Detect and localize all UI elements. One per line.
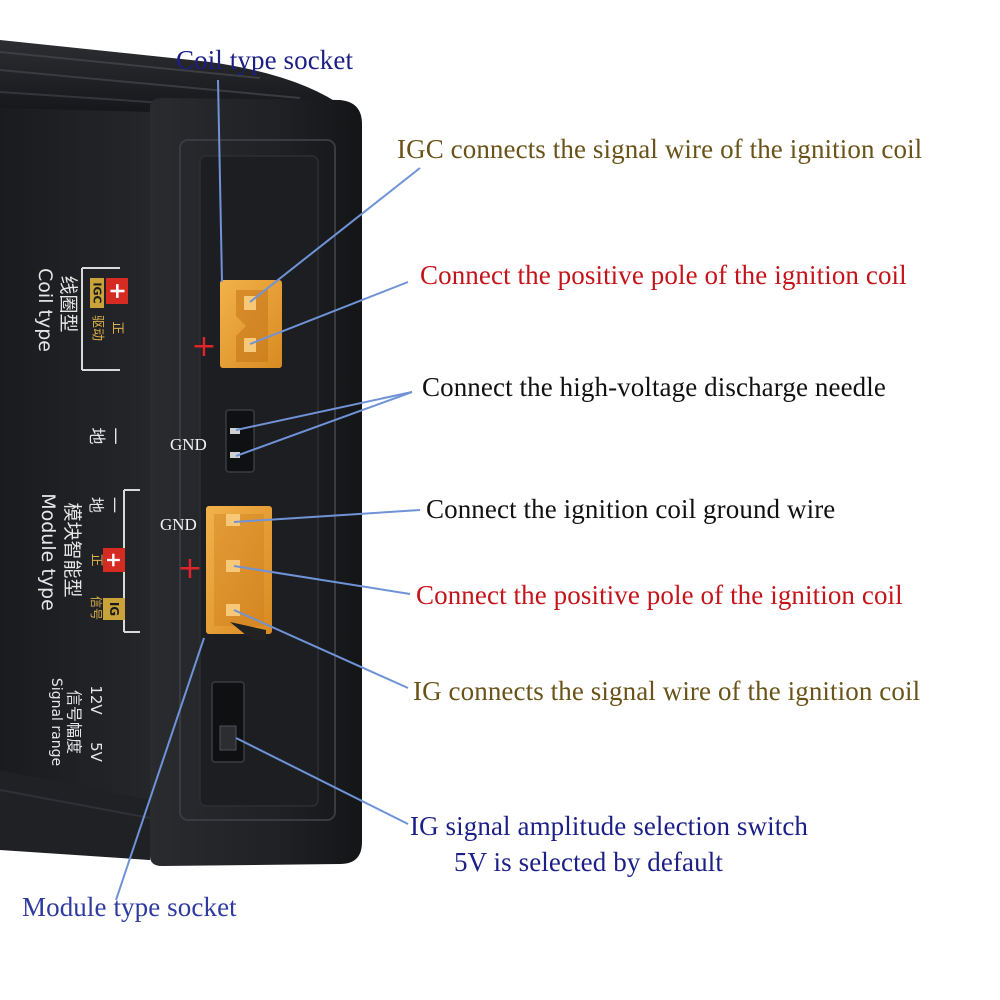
coil-plus-mark bbox=[106, 278, 128, 304]
line-coil-socket bbox=[217, 79, 223, 283]
label-discharge-needle: Connect the high-voltage discharge needl… bbox=[422, 372, 886, 402]
module-plus-text: + bbox=[102, 552, 126, 569]
ground-char-text: 地 bbox=[86, 428, 106, 445]
coil-type-chinese: 线圈型 bbox=[57, 275, 79, 332]
module-signal-text: 信号 bbox=[89, 596, 103, 620]
signal-range-marking: 12V 5V 信号幅度 Signal range bbox=[48, 678, 105, 766]
igc-mark-text: IGC bbox=[91, 282, 104, 303]
label-switch-line1: IG signal amplitude selection switch bbox=[410, 811, 809, 841]
igc-mark-box bbox=[90, 278, 104, 308]
line-ground-wire bbox=[233, 509, 421, 523]
range-chinese: 信号幅度 bbox=[65, 690, 84, 754]
line-module-positive bbox=[233, 565, 411, 595]
module-positive-text: 正 bbox=[89, 553, 104, 566]
range-5v-text: 5V bbox=[87, 742, 105, 763]
ground-minus-text: 一 bbox=[104, 428, 124, 445]
module-type-marking: 一 地 + 正 IG 信号 模块智能型 Module type bbox=[37, 489, 140, 633]
module-ig-text: IG bbox=[107, 602, 121, 616]
label-igc-signal: IGC connects the signal wire of the igni… bbox=[397, 134, 923, 164]
discharge-needle-socket[interactable] bbox=[225, 409, 255, 473]
line-needle-1 bbox=[235, 391, 413, 431]
module-type-socket[interactable] bbox=[206, 506, 272, 640]
line-coil-positive bbox=[249, 281, 409, 345]
label-module-type-socket: Module type socket bbox=[22, 892, 237, 922]
callout-lines bbox=[115, 79, 421, 901]
housing-side-panel bbox=[150, 98, 362, 866]
label-switch-line2: 5V is selected by default bbox=[454, 847, 723, 877]
line-module-socket bbox=[115, 637, 205, 901]
amplitude-switch[interactable] bbox=[211, 681, 245, 763]
ground-marking: 一 地 bbox=[86, 428, 124, 445]
module-plus-mark bbox=[103, 548, 125, 572]
coil-positive-text: 正 bbox=[110, 321, 125, 334]
module-gnd-pin-mark: GND bbox=[160, 515, 197, 534]
line-igc-signal bbox=[249, 167, 421, 303]
module-type-chinese: 模块智能型 bbox=[61, 502, 83, 597]
coil-type-english: Coil type bbox=[34, 268, 56, 352]
label-coil-type-socket: Coil type socket bbox=[176, 45, 354, 75]
label-ig-signal: IG connects the signal wire of the ignit… bbox=[413, 676, 921, 706]
label-module-positive: Connect the positive pole of the ignitio… bbox=[416, 580, 903, 610]
module-ig-mark-box bbox=[103, 598, 125, 620]
module-plus-pin-mark: + bbox=[177, 551, 202, 586]
module-minus-text: 一 bbox=[105, 497, 124, 513]
label-coil-positive: Connect the positive pole of the ignitio… bbox=[420, 260, 907, 290]
line-needle-2 bbox=[235, 391, 413, 457]
label-ground-wire: Connect the ignition coil ground wire bbox=[426, 494, 836, 524]
range-12v-text: 12V bbox=[87, 685, 105, 715]
module-ground-text: 地 bbox=[87, 497, 106, 513]
coil-type-marking: + IGC 驱动 正 线圈型 Coil type bbox=[34, 267, 130, 371]
coil-plus-pin-mark: + bbox=[191, 329, 216, 364]
coil-plus-text: + bbox=[105, 282, 130, 300]
range-english: Signal range bbox=[48, 678, 64, 766]
line-switch bbox=[235, 737, 409, 825]
coil-type-socket[interactable] bbox=[220, 280, 282, 368]
needle-gnd-pin-mark: GND bbox=[170, 435, 207, 454]
line-ig-signal bbox=[233, 609, 409, 689]
module-type-english: Module type bbox=[37, 493, 59, 611]
coil-drive-text: 驱动 bbox=[90, 315, 105, 341]
label-switch: IG signal amplitude selection switch 5V … bbox=[410, 808, 808, 880]
